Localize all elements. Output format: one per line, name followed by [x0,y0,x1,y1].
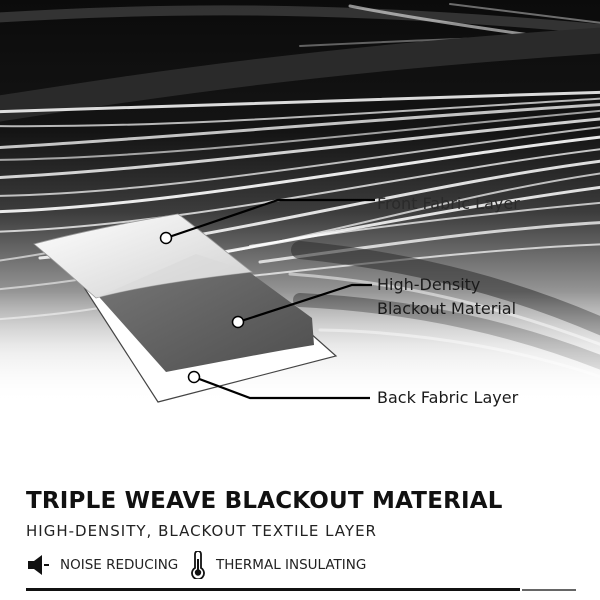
label-back-fabric-layer: Back Fabric Layer [377,388,519,407]
layered-sample [33,213,338,403]
callout-leaders [165,198,375,400]
label-blackout-material: High-Density Blackout Material [377,275,517,318]
bottom-divider [26,588,520,591]
feature-label: NOISE REDUCING [60,557,179,573]
feature-thermal-insulating: THERMAL INSULATING [190,551,367,579]
feature-label: THERMAL INSULATING [216,557,367,573]
callout-dots [159,231,245,384]
thermometer-icon [191,551,205,579]
bottom-divider-secondary [522,589,576,591]
fabric-illustration [0,0,600,470]
page-subtitle: HIGH-DENSITY, BLACKOUT TEXTILE LAYER [26,522,377,540]
page-title: TRIPLE WEAVE BLACKOUT MATERIAL [26,488,503,514]
feature-noise-reducing: NOISE REDUCING [26,552,178,578]
label-front-fabric-layer: Front Fabric Layer [377,194,520,213]
speaker-mute-icon [28,555,49,575]
